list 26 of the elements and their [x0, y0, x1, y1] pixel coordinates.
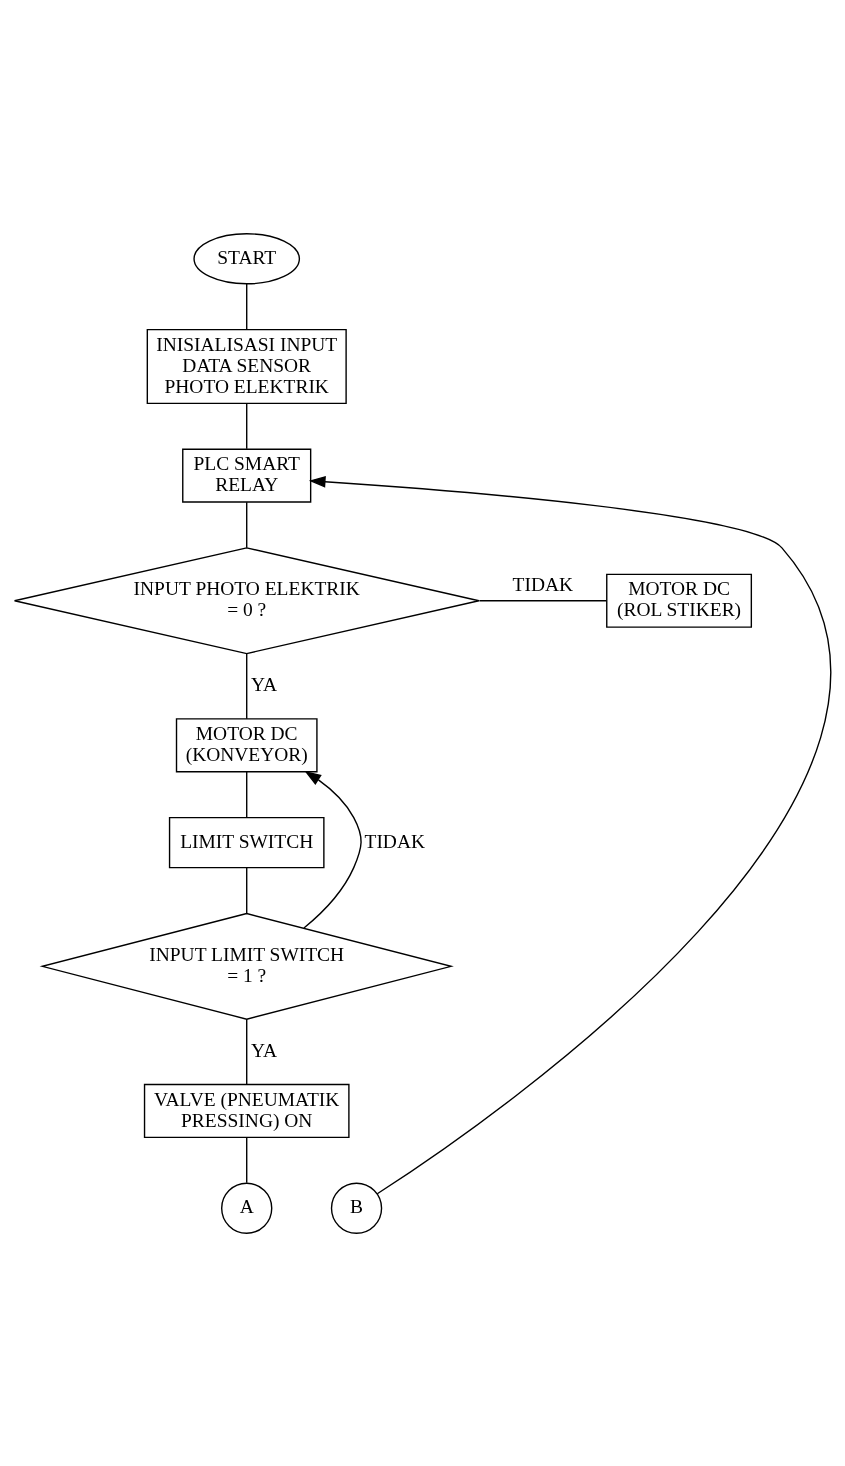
edge-label: TIDAK [512, 573, 573, 595]
node-box: MOTOR DC (ROL STIKER) [605, 573, 752, 628]
node-diamond: INPUT PHOTO ELEKTRIK = 0 ? [13, 546, 480, 654]
node-box: LIMIT SWITCH [168, 816, 325, 868]
node-box: MOTOR DC (KONVEYOR) [175, 717, 318, 772]
connector [245, 1136, 247, 1183]
node-box: PLC SMART RELAY [181, 448, 311, 503]
node-box: VALVE (PNEUMATIK PRESSING) ON [143, 1083, 350, 1138]
arrow [302, 770, 362, 929]
connector [245, 402, 247, 449]
connector [245, 501, 247, 548]
edge-label: YA [250, 1039, 277, 1061]
connector [245, 652, 247, 719]
node-diamond: INPUT LIMIT SWITCH = 1 ? [39, 912, 454, 1020]
node-ellipse: START [192, 232, 300, 284]
arrow [308, 475, 831, 1194]
connector [245, 770, 247, 818]
node-circle: B [330, 1182, 382, 1234]
connector [245, 282, 247, 330]
connector [245, 866, 247, 914]
edge-label: YA [250, 673, 277, 695]
edge-label: TIDAK [364, 830, 425, 852]
connector [245, 1018, 247, 1085]
node-circle: A [220, 1182, 272, 1234]
connector [478, 599, 607, 601]
node-box: INISIALISASI INPUT DATA SENSOR PHOTO ELEKTRIK [146, 328, 347, 404]
